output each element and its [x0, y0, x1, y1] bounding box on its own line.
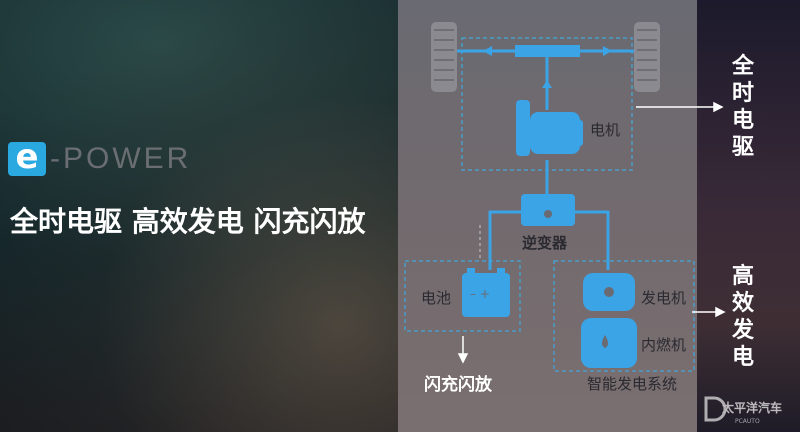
svg-text:驱: 驱 — [732, 135, 754, 160]
battery-box — [404, 260, 521, 332]
svg-text:电: 电 — [732, 345, 754, 370]
battery-label: 电池 — [421, 289, 451, 307]
wheel-right-icon — [634, 22, 660, 92]
battery-icon: – + — [462, 268, 510, 317]
inverter-icon — [521, 194, 575, 226]
slogan: 全时电驱 高效发电 闪充闪放 — [10, 205, 366, 238]
inverter-label: 逆变器 — [522, 234, 568, 252]
svg-text:高: 高 — [732, 263, 754, 289]
svg-text:时: 时 — [732, 81, 754, 106]
label-full-electric-drive: 全 时 电 驱 — [731, 53, 755, 160]
svg-text:PCAUTO: PCAUTO — [735, 418, 760, 425]
svg-text:发: 发 — [731, 317, 755, 343]
svg-text:效: 效 — [732, 290, 754, 316]
axle-differential — [515, 45, 580, 57]
wheel-left-icon — [431, 22, 457, 92]
motor-label: 电机 — [590, 121, 620, 139]
engine-icon — [581, 318, 637, 368]
svg-text:全: 全 — [731, 53, 755, 79]
label-efficient-generation: 高 效 发 电 — [731, 263, 755, 370]
svg-text:太平洋汽车: 太平洋汽车 — [722, 400, 782, 415]
engine-label: 内燃机 — [641, 336, 686, 354]
svg-text:– +: – + — [470, 287, 490, 301]
logo-e-badge: e — [8, 140, 46, 176]
logo-text: -POWER — [50, 142, 192, 175]
svg-text:电: 电 — [732, 108, 754, 133]
generator-icon — [583, 273, 635, 311]
motor-icon — [516, 100, 583, 156]
generation-box — [553, 260, 695, 372]
system-label: 智能发电系统 — [587, 375, 677, 393]
arrows — [457, 101, 726, 364]
right-panel — [697, 0, 800, 432]
pcauto-watermark: 太平洋汽车 PCAUTO — [704, 396, 782, 425]
epower-logo: e -POWER — [8, 140, 192, 176]
background — [0, 0, 400, 432]
flash-label: 闪充闪放 — [424, 374, 493, 395]
generator-label: 发电机 — [641, 289, 686, 307]
